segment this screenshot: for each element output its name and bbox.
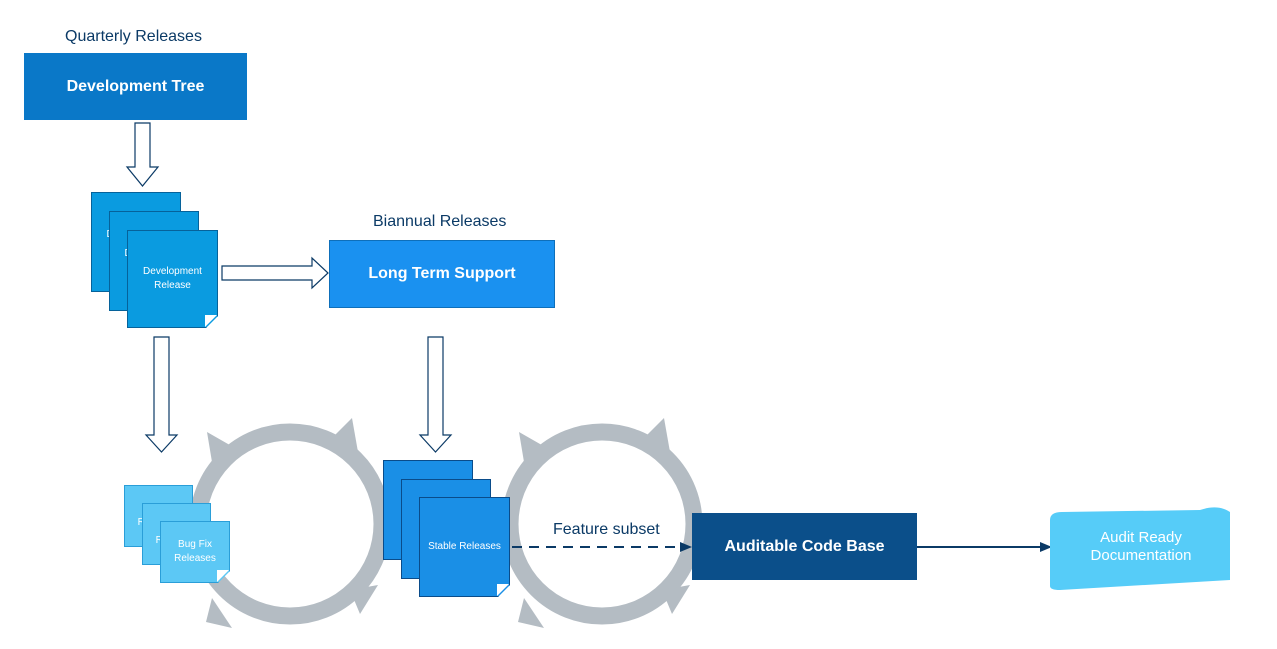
feature-subset-connector (512, 542, 692, 552)
biannual-releases-label: Biannual Releases (373, 213, 507, 230)
development-release-doc-front: Development Release (127, 230, 218, 328)
quarterly-releases-label: Quarterly Releases (65, 28, 202, 45)
audit-ready-documentation: Audit Ready Documentation (1090, 529, 1192, 564)
auditable-code-base-box: Auditable Code Base (692, 513, 917, 580)
long-term-support-box: Long Term Support (329, 240, 555, 308)
arrow-dev-release-to-lts (221, 256, 329, 290)
stable-release-doc-front: Stable Releases (419, 497, 510, 597)
arrow-dev-tree-to-dev-release (125, 122, 160, 187)
development-tree-box: Development Tree (24, 53, 247, 120)
feature-subset-label: Feature subset (553, 521, 660, 538)
auditable-to-docs-connector (917, 542, 1052, 552)
arrow-lts-to-stable (418, 336, 453, 453)
audit-docs-shape (1050, 507, 1230, 590)
arrow-dev-release-to-bug-fix (144, 336, 179, 453)
bug-fix-doc-front: Bug Fix Releases (160, 521, 230, 583)
